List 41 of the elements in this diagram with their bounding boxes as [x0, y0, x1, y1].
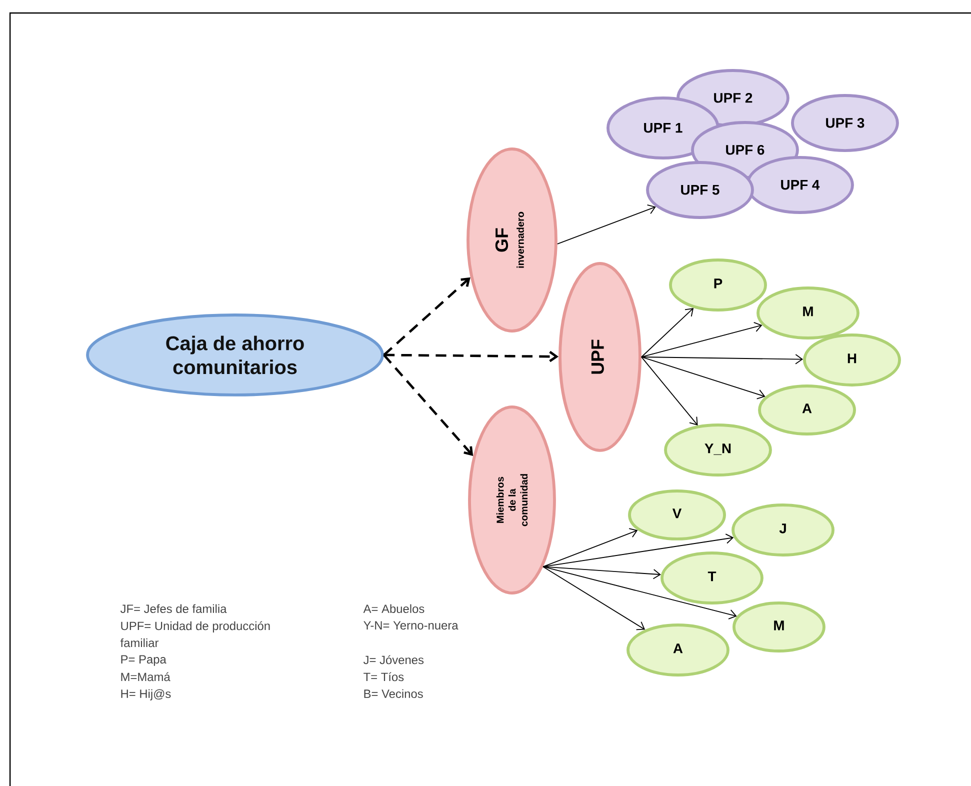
arrow [641, 356, 766, 400]
member-oval: V [628, 490, 726, 540]
abbreviation-text: M=Mamá [121, 672, 170, 682]
arrow [542, 566, 661, 580]
abbreviation-text: UPF= Unidad de producción familiar [120, 621, 270, 648]
unit-oval: UPF 3 [791, 94, 899, 152]
abbreviation-text: B= Vecinos [364, 689, 423, 698]
abbreviation-text: P= Papa [121, 655, 166, 666]
unit-oval: UPF 4 [746, 156, 854, 214]
arrow [542, 534, 734, 568]
abbreviation-text: Y-N= Yerno-nuera [364, 621, 458, 630]
arrow [542, 528, 638, 568]
member-oval: A [758, 384, 856, 436]
abbreviation-text: A= Abuelos [363, 604, 424, 614]
category-oval: Miembros de la comunidad [468, 406, 556, 594]
arrow [383, 277, 470, 356]
arrow [641, 356, 698, 426]
abbreviation-text: H= Hij@s [121, 689, 171, 700]
member-oval: M [756, 286, 860, 340]
member-oval: J [732, 504, 834, 556]
category-oval: GF invernadero [466, 148, 558, 332]
member-oval: T [660, 552, 764, 604]
arrow [383, 354, 474, 456]
arrow [641, 354, 804, 364]
arrow [542, 566, 646, 630]
member-oval: P [669, 258, 767, 312]
member-oval: Y_N [664, 424, 772, 476]
member-oval: M [732, 602, 826, 652]
arrow [384, 350, 559, 362]
main-oval: Caja de ahorro comunitarios [86, 314, 384, 396]
arrow [641, 322, 762, 358]
unit-oval: UPF 5 [646, 161, 754, 219]
arrow [556, 204, 656, 244]
member-oval: A [626, 624, 730, 676]
abbreviation-text: J= Jóvenes [363, 655, 424, 664]
abbreviation-text: T= Tíos [364, 672, 404, 682]
arrow [641, 308, 694, 358]
arrow [542, 566, 737, 620]
abbreviation-text: JF= Jefes de familia [120, 604, 227, 614]
category-oval: UPF [558, 262, 642, 452]
member-oval: H [803, 334, 901, 386]
